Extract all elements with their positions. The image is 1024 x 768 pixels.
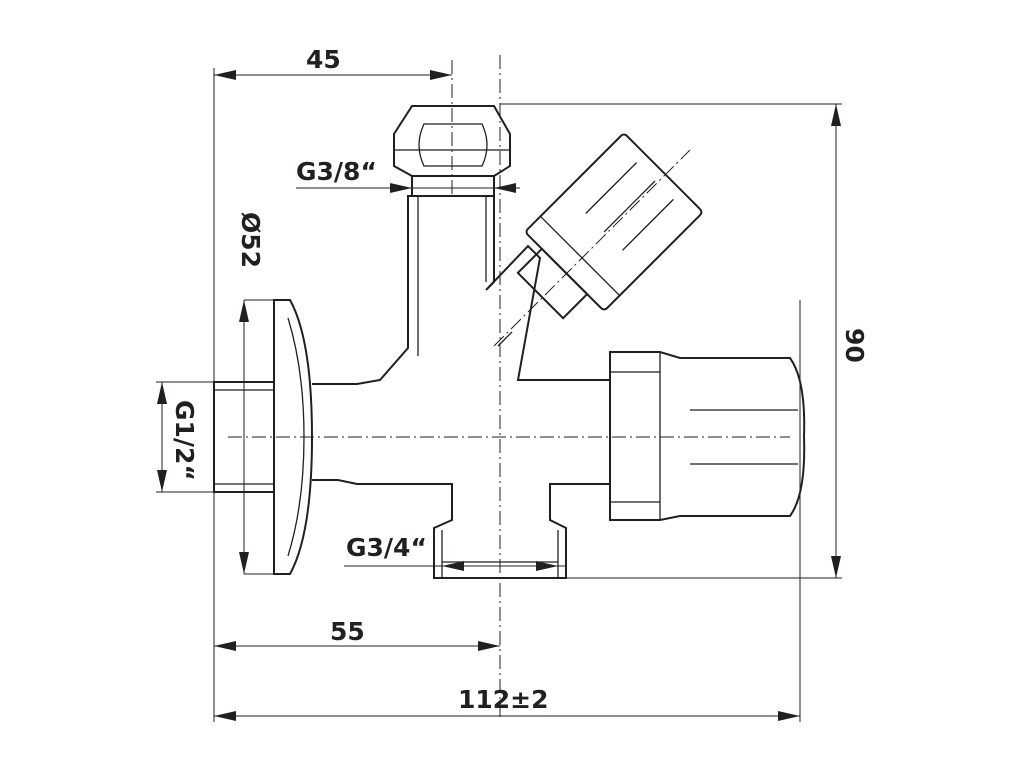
dimension-g38-label: G3/8“ xyxy=(296,157,377,186)
dimension-55-label: 55 xyxy=(330,617,365,646)
dimension-g34-label: G3/4“ xyxy=(346,533,427,562)
dimension-g38: G3/8“ xyxy=(296,157,520,193)
angled-valve-handle xyxy=(516,133,703,320)
dimension-112-label: 112±2 xyxy=(458,685,549,714)
compression-nut xyxy=(393,105,511,197)
dimension-diameter-52-label: Ø52 xyxy=(236,212,265,268)
dimension-45-label: 45 xyxy=(306,45,341,74)
diagonal-center-line xyxy=(493,149,691,347)
dimension-45: 45 xyxy=(214,45,452,80)
extension-lines xyxy=(156,68,842,722)
dimension-90: 90 xyxy=(831,104,869,578)
dimension-90-label: 90 xyxy=(840,328,869,363)
dimension-g34: G3/4“ xyxy=(344,533,566,571)
dimension-diameter-52: Ø52 xyxy=(236,212,265,574)
valve-body xyxy=(312,195,611,579)
dimension-112: 112±2 xyxy=(214,685,800,721)
dimension-g12: G1/2“ xyxy=(157,382,199,492)
wall-flange xyxy=(273,299,314,575)
center-lines xyxy=(228,55,790,718)
dimension-55: 55 xyxy=(214,617,500,651)
horizontal-valve-handle xyxy=(609,351,806,521)
dimension-g12-label: G1/2“ xyxy=(170,400,199,481)
